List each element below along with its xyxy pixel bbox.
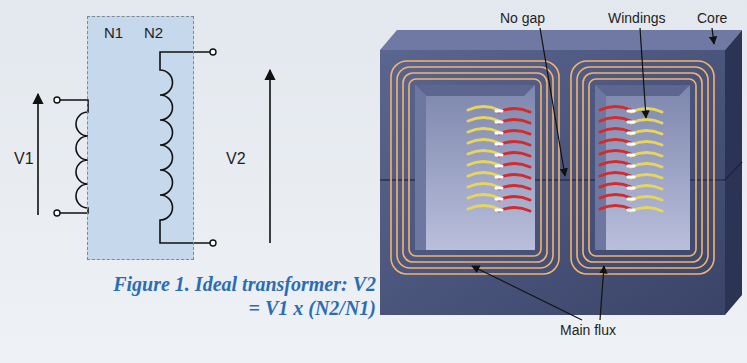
voltage-arrow: [37, 94, 39, 215]
winding-turn: [631, 175, 662, 179]
winding-turn: [468, 173, 499, 177]
winding-turn: [468, 162, 499, 166]
secondary-coil: [160, 52, 213, 243]
flux-line: [577, 67, 708, 268]
winding-turn: [496, 154, 502, 157]
winding-turn: [600, 162, 631, 166]
winding-turn: [628, 187, 634, 190]
winding-turn: [631, 120, 662, 124]
leader-lines: [472, 28, 714, 320]
winding-turn: [628, 110, 634, 113]
winding-turn: [628, 143, 634, 146]
winding-turn: [631, 164, 662, 168]
winding-turn: [496, 198, 502, 201]
part-label: Main flux: [560, 322, 616, 338]
winding-turn: [631, 208, 662, 212]
winding-turn: [496, 132, 502, 135]
winding-turn: [631, 131, 662, 135]
winding-turn: [499, 186, 530, 190]
winding-turn: [468, 195, 499, 199]
winding-turn: [631, 109, 662, 113]
winding-turn: [600, 184, 631, 188]
winding-turn: [499, 142, 530, 146]
windings: [468, 107, 662, 212]
winding-turn: [496, 165, 502, 168]
winding-turn: [628, 176, 634, 179]
winding-turns: N1: [104, 24, 123, 41]
winding-turn: [499, 208, 530, 212]
winding-turn: [496, 110, 502, 113]
winding-turn: [628, 198, 634, 201]
winding-turn: [468, 206, 499, 210]
winding-turn: [499, 120, 530, 124]
flux-line: [391, 61, 559, 274]
winding-turn: [499, 153, 530, 157]
winding-turns: N2: [144, 24, 163, 41]
part-label: Core: [697, 10, 727, 26]
winding-turn: [468, 107, 499, 111]
winding-turn: [600, 195, 631, 199]
winding-turn: [496, 187, 502, 190]
winding-turn: [496, 209, 502, 212]
flux-line: [589, 79, 696, 256]
winding-turn: [499, 197, 530, 201]
winding-turn: [628, 165, 634, 168]
winding-turn: [496, 121, 502, 124]
winding-turn: [631, 153, 662, 157]
winding-turn: [628, 209, 634, 212]
voltage-label: V2: [226, 150, 246, 168]
winding-turn: [468, 184, 499, 188]
winding-turn: [600, 206, 631, 210]
primary-coil: [57, 100, 88, 213]
winding-turn: [600, 151, 631, 155]
flux-line: [397, 67, 553, 268]
winding-turn: [499, 109, 530, 113]
winding-turn: [496, 143, 502, 146]
flux-line: [571, 61, 714, 274]
flux-line: [409, 79, 541, 256]
winding-turn: [631, 197, 662, 201]
winding-turn: [600, 173, 631, 177]
winding-turn: [468, 151, 499, 155]
winding-turn: [600, 140, 631, 144]
voltage-arrow: [269, 70, 271, 243]
part-label: Windings: [608, 10, 666, 26]
flux-line: [403, 73, 547, 262]
flux-lines: [391, 61, 714, 274]
winding-turn: [468, 140, 499, 144]
winding-turn: [499, 175, 530, 179]
winding-turn: [631, 186, 662, 190]
winding-turn: [628, 121, 634, 124]
terminals: [54, 49, 216, 246]
winding-turn: [468, 129, 499, 133]
flux-line: [583, 73, 702, 262]
schematic-box: N1 N2: [87, 16, 194, 260]
winding-turn: [496, 176, 502, 179]
winding-turn: [631, 142, 662, 146]
transformer-core: [380, 30, 742, 315]
winding-turn: [499, 131, 530, 135]
winding-turn: [628, 132, 634, 135]
voltage-label: V1: [14, 150, 34, 168]
winding-turn: [468, 118, 499, 122]
winding-turn: [600, 118, 631, 122]
winding-turn: [628, 154, 634, 157]
winding-turn: [600, 129, 631, 133]
winding-turn: [600, 107, 631, 111]
figure-caption: Figure 1. Ideal transformer: V2 = V1 x (…: [112, 272, 376, 320]
winding-turn: [499, 164, 530, 168]
part-label: No gap: [500, 10, 545, 26]
